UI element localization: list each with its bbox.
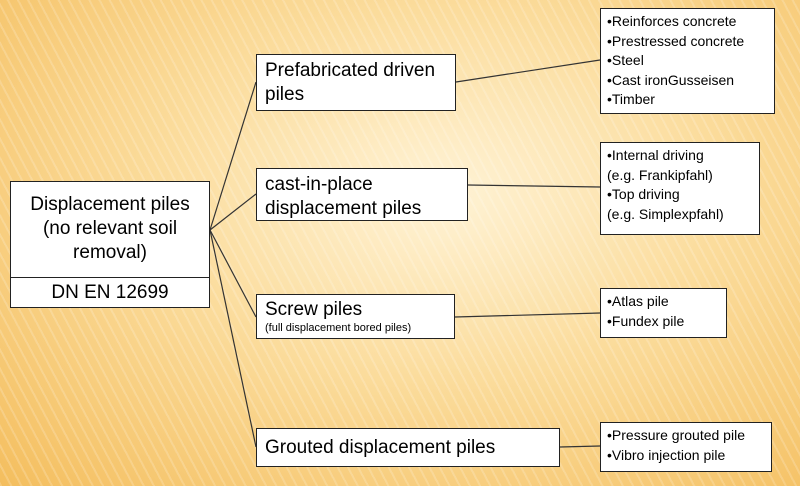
leaf-item: •Pressure grouted pile <box>607 427 745 443</box>
leaf-item: •Internal driving <box>607 147 704 163</box>
leaf-item: (e.g. Frankipfahl) <box>607 166 713 183</box>
node-title-line: displacement piles <box>265 198 422 219</box>
root-node-displacement-piles: Displacement piles (no relevant soil rem… <box>10 181 210 278</box>
leaf-item: •Prestressed concrete <box>607 32 745 49</box>
root-standard-node: DN EN 12699 <box>10 277 210 308</box>
connector-cast-in-place-to-driving <box>467 184 601 188</box>
leaf-item: •Timber <box>607 91 655 107</box>
node-subtitle: (full displacement bored piles) <box>265 322 412 334</box>
node-title-line: cast-in-place <box>265 174 373 195</box>
leaf-item: •Vibro injection pile <box>607 446 726 463</box>
leaf-item: •Fundex pile <box>607 312 685 329</box>
leaf-item: •Atlas pile <box>607 293 669 309</box>
root-title-line: (no relevant soil <box>42 218 178 239</box>
node-title-line: piles <box>265 84 305 105</box>
node-title-line: Prefabricated driven <box>265 60 436 81</box>
node-grouted-displacement-piles: Grouted displacement piles <box>256 428 560 467</box>
connector-root-to-prefabricated <box>209 81 257 231</box>
leaf-cast-in-place-driving: •Internal driving (e.g. Frankipfahl) •To… <box>600 142 760 235</box>
root-standard-label: DN EN 12699 <box>51 282 169 303</box>
node-title-line: Screw piles <box>265 299 363 320</box>
node-title-line: Grouted displacement piles <box>265 437 496 458</box>
leaf-item: (e.g. Simplexpfahl) <box>607 205 724 222</box>
leaf-item: •Cast ironGusseisen <box>607 71 735 88</box>
leaf-grouted-piles: •Pressure grouted pile •Vibro injection … <box>600 422 772 472</box>
node-screw-piles: Screw piles (full displacement bored pil… <box>256 294 455 339</box>
root-title-line: Displacement piles <box>30 194 190 215</box>
connector-grouted-to-piles <box>559 445 601 448</box>
connector-root-to-screw <box>209 229 257 318</box>
leaf-screw-piles: •Atlas pile •Fundex pile <box>600 288 727 338</box>
connector-root-to-cast-in-place <box>209 193 257 231</box>
connector-prefabricated-to-materials <box>455 59 601 83</box>
leaf-item: •Top driving <box>607 186 680 202</box>
connector-screw-to-piles <box>454 312 601 318</box>
leaf-item: •Reinforces concrete <box>607 13 737 29</box>
connector-root-to-grouted <box>209 229 257 448</box>
leaf-item: •Steel <box>607 52 644 68</box>
root-title-line: removal) <box>73 242 147 263</box>
node-prefabricated-driven-piles: Prefabricated driven piles <box>256 54 456 111</box>
node-cast-in-place-displacement-piles: cast-in-place displacement piles <box>256 168 468 221</box>
leaf-prefabricated-materials: •Reinforces concrete •Prestressed concre… <box>600 8 775 114</box>
